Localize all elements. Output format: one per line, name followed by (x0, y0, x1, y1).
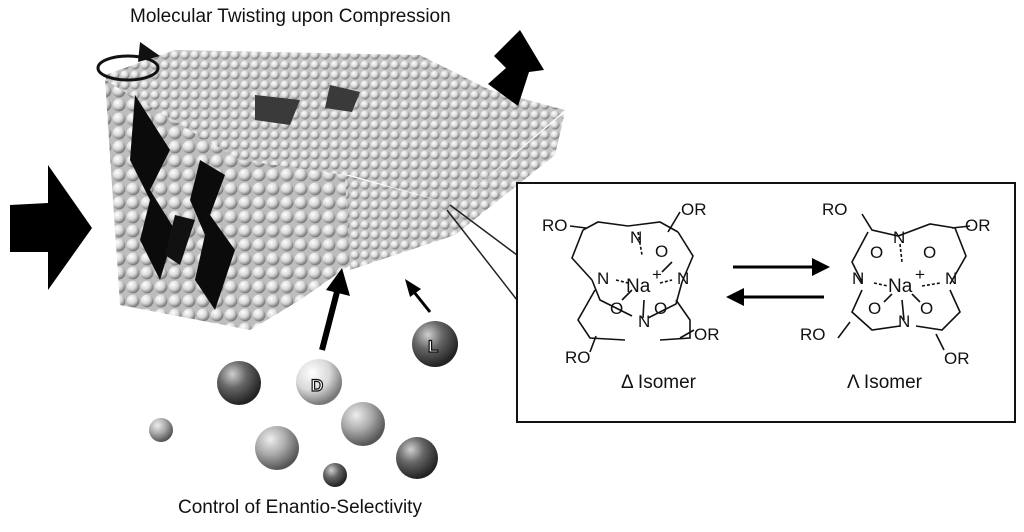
callout-line (449, 204, 518, 256)
equilibrium-arrows-icon (726, 258, 830, 306)
svg-text:N: N (945, 269, 957, 288)
svg-text:OR: OR (694, 325, 720, 344)
svg-text:OR: OR (944, 349, 970, 368)
enantiomer-sphere-l (412, 321, 458, 367)
compression-arrow-right-icon (488, 30, 544, 106)
assembly-void (325, 85, 360, 112)
enantiomer-sphere (149, 418, 173, 442)
enantiomer-sphere (396, 437, 438, 479)
svg-text:Na: Na (626, 276, 651, 297)
svg-text:+: + (915, 265, 925, 284)
enantiomer-spheres: D L (149, 321, 458, 487)
svg-text:O: O (610, 299, 623, 318)
delta-isomer-labels: RO OR N O N Na + N O N O RO OR (542, 200, 720, 367)
svg-text:N: N (893, 228, 905, 247)
svg-text:O: O (923, 243, 936, 262)
svg-text:RO: RO (565, 348, 591, 367)
assembly-void (165, 215, 195, 265)
compression-arrow-left-icon (10, 165, 92, 290)
svg-text:N: N (630, 228, 642, 247)
assembly-void (130, 95, 175, 280)
enantiomer-sphere (217, 361, 261, 405)
svg-text:RO: RO (822, 200, 848, 219)
svg-text:N: N (898, 312, 910, 331)
lambda-isomer-label: Λ Isomer (847, 372, 922, 393)
enantiomer-sphere-d (296, 359, 342, 405)
assembly-right-face (345, 112, 565, 270)
svg-text:RO: RO (542, 216, 568, 235)
enantiomer-sphere (341, 402, 385, 446)
molecular-assembly (105, 50, 565, 330)
svg-text:O: O (870, 243, 883, 262)
svg-text:O: O (868, 299, 881, 318)
svg-text:+: + (652, 265, 662, 284)
twist-rotation-icon (96, 42, 160, 82)
svg-text:RO: RO (800, 325, 826, 344)
svg-text:O: O (655, 242, 668, 261)
l-label: L (428, 337, 438, 356)
d-label: D (311, 376, 323, 395)
svg-text:OR: OR (965, 216, 991, 235)
bottom-caption: Control of Enantio-Selectivity (178, 497, 422, 518)
figure-title: Molecular Twisting upon Compression (130, 6, 451, 27)
delta-isomer-structure (569, 211, 695, 353)
svg-text:O: O (920, 299, 933, 318)
svg-text:N: N (638, 312, 650, 331)
svg-text:Na: Na (888, 276, 913, 297)
isomer-inset-box (516, 182, 1016, 423)
assembly-void (255, 95, 300, 125)
enantiomer-sphere (255, 426, 299, 470)
approach-arrow-l-icon (405, 279, 432, 313)
approach-arrow-d-icon (319, 268, 350, 351)
lambda-isomer-structure (837, 213, 971, 351)
svg-text:OR: OR (681, 200, 707, 219)
svg-text:N: N (597, 269, 609, 288)
assembly-front-face (105, 80, 350, 330)
svg-text:N: N (677, 269, 689, 288)
assembly-void (190, 160, 235, 310)
callout-line (446, 209, 518, 301)
delta-isomer-label: Δ Isomer (621, 372, 696, 393)
svg-text:N: N (852, 269, 864, 288)
lambda-isomer-labels: RO OR N O O N Na + N O N O RO OR (800, 200, 991, 368)
svg-text:O: O (654, 299, 667, 318)
enantiomer-sphere (323, 463, 347, 487)
assembly-top-face (105, 50, 565, 205)
